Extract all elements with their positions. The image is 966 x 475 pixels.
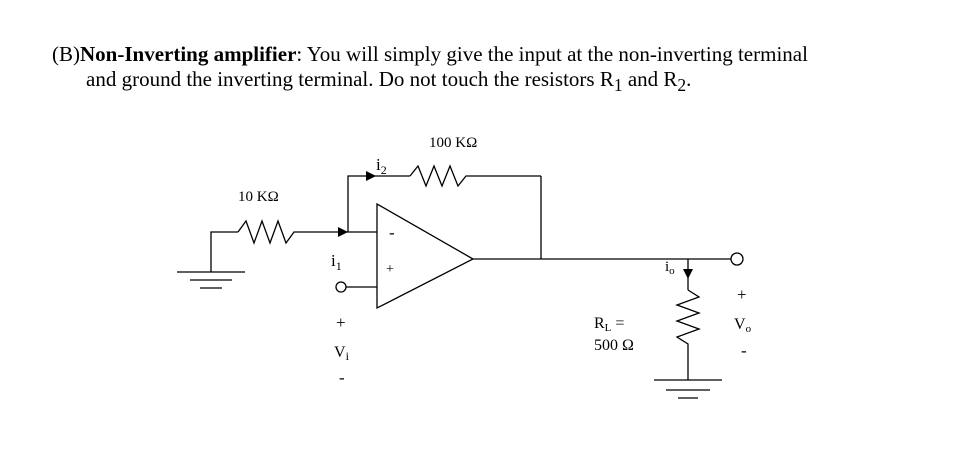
i1-label: i1 — [331, 251, 342, 273]
feedback-resistor — [409, 164, 541, 188]
vo-plus-sign: + — [737, 285, 747, 304]
vi-minus-sign: - — [339, 368, 345, 387]
problem-statement: (B)Non-Inverting amplifier: You will sim… — [52, 42, 932, 98]
inverting-terminal-sign: - — [389, 223, 395, 242]
instruction-text: and ground the inverting terminal. Do no… — [86, 67, 614, 91]
op-amp-symbol — [376, 202, 475, 310]
vi-label: Vi — [334, 344, 350, 363]
noninverting-terminal-sign: + — [386, 262, 394, 277]
r2-subscript: 2 — [677, 75, 687, 96]
input-ground-symbol — [177, 271, 245, 289]
instruction-and: and R — [622, 67, 678, 91]
section-title: Non-Inverting amplifier — [80, 42, 297, 66]
vo-label: Vo — [734, 316, 752, 335]
feedback-resistor-label: 100 KΩ — [429, 135, 477, 151]
instruction-line-1: : You will simply give the input at the … — [296, 42, 808, 66]
rl-label: RL = — [594, 315, 624, 334]
vo-minus-sign: - — [741, 341, 747, 360]
instruction-line-2: and ground the inverting terminal. Do no… — [52, 67, 932, 98]
load-resistor — [675, 289, 701, 380]
io-arrow-icon — [683, 269, 693, 279]
vi-terminal — [335, 281, 347, 293]
input-resistor — [237, 219, 318, 245]
r1-subscript: 1 — [613, 75, 623, 96]
i1-arrow-icon — [338, 227, 348, 237]
vo-terminal — [730, 252, 744, 266]
feedback-node-wire — [347, 175, 410, 232]
instruction-period: . — [686, 67, 692, 91]
part-label: (B) — [52, 42, 80, 66]
input-wire — [210, 231, 238, 272]
i2-arrow-icon — [366, 171, 376, 181]
io-label: io — [665, 259, 675, 277]
i2-label: i2 — [376, 155, 387, 177]
vi-plus-sign: + — [336, 313, 346, 332]
rl-value: 500 Ω — [594, 337, 634, 354]
load-ground-symbol — [654, 379, 722, 399]
input-resistor-label: 10 KΩ — [238, 189, 279, 205]
